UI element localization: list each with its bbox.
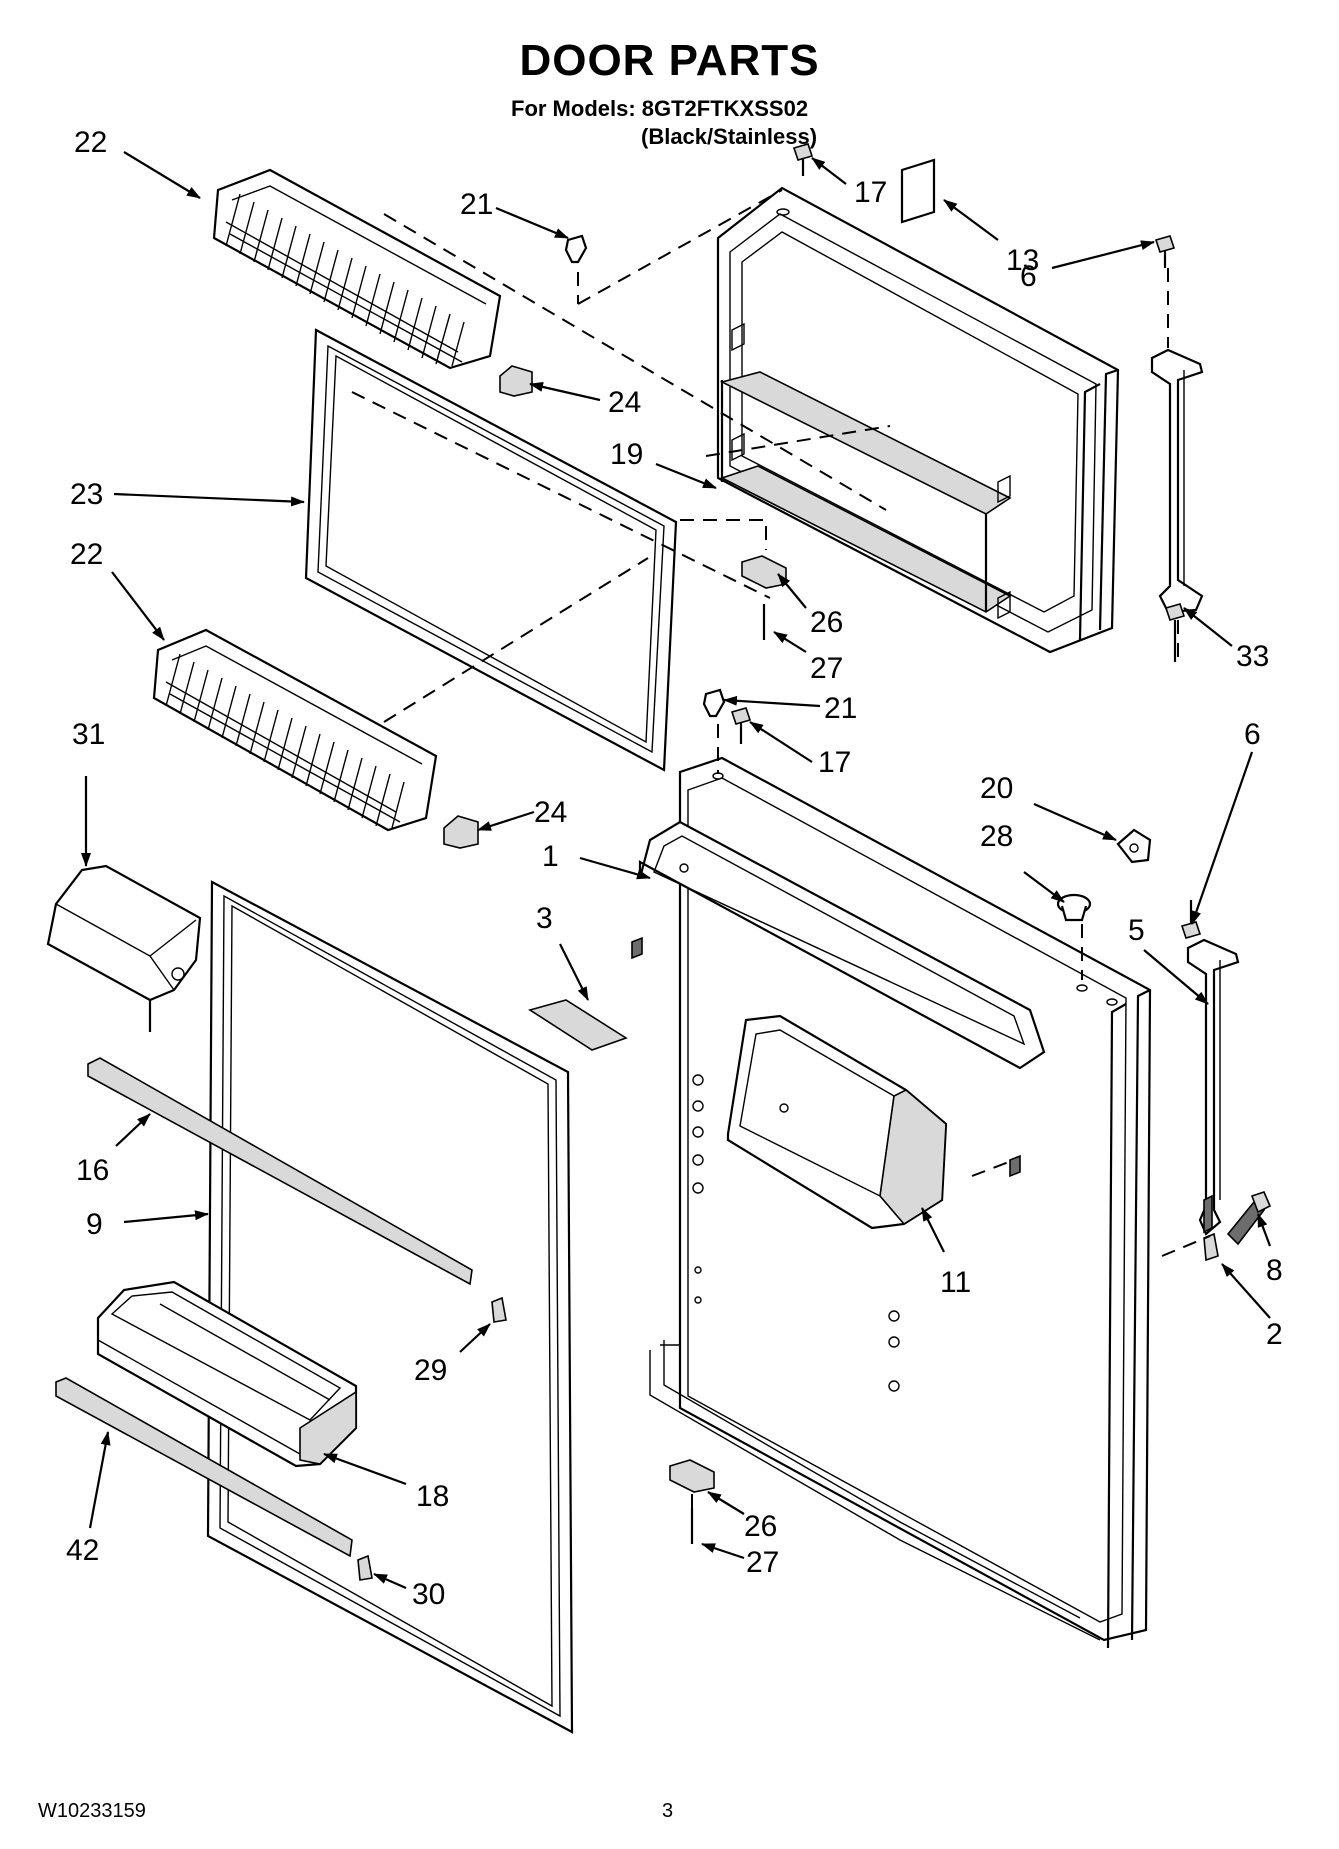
page-title: DOOR PARTS	[519, 36, 820, 85]
hinge-screw-lower-head	[1180, 921, 1202, 939]
callout-9: 9	[86, 1208, 103, 1241]
callout-5: 5	[1128, 914, 1145, 947]
bin-trim-bar	[55, 1377, 353, 1558]
callout-6: 6	[1244, 718, 1261, 751]
hinge-bushing	[1203, 1232, 1219, 1262]
shelf-trim-strip	[87, 1057, 473, 1286]
callout-8: 8	[1266, 1254, 1283, 1287]
end-cap-upper	[491, 1296, 507, 1323]
models-line: For Models: 8GT2FTKXSS02	[511, 96, 809, 121]
callout-27: 27	[746, 1546, 779, 1579]
callout-24: 24	[608, 386, 641, 419]
callout-6: 6	[1020, 260, 1037, 293]
hinge-screw-top	[1154, 235, 1176, 268]
callout-labels: 22 21 17 13 6 24 19 23 22 26 27 33 21 17…	[66, 126, 1283, 1611]
callout-21: 21	[824, 692, 857, 725]
callout-13: 13	[1006, 244, 1039, 277]
callout-20: 20	[980, 772, 1013, 805]
callout-2: 2	[1266, 1318, 1283, 1351]
callout-23: 23	[70, 478, 103, 511]
sensor-pad	[528, 999, 628, 1051]
assembly-lines	[351, 189, 1211, 1510]
callout-24: 24	[534, 796, 567, 829]
callout-17: 17	[818, 746, 851, 779]
fresh-food-gasket	[206, 880, 574, 1734]
door-bin	[96, 1280, 358, 1468]
upper-hinge	[1150, 348, 1204, 614]
callout-26: 26	[810, 606, 843, 639]
bin-clip-upper	[499, 365, 533, 397]
callout-33: 33	[1236, 640, 1269, 673]
stop-screw-lower	[669, 1459, 715, 1544]
lower-hinge	[1186, 938, 1240, 1236]
callout-22: 22	[74, 126, 107, 159]
stop-bracket-upper	[741, 555, 787, 589]
callout-18: 18	[416, 1480, 449, 1513]
freezer-wire-bin	[212, 168, 502, 370]
variant-line: (Black/Stainless)	[641, 124, 818, 149]
door-screw-upper	[792, 143, 814, 176]
callout-21: 21	[460, 188, 493, 221]
callout-1: 1	[542, 840, 559, 873]
stop-screw-upper	[741, 555, 787, 640]
callout-17: 17	[854, 176, 887, 209]
stop-bracket-lower	[669, 1459, 715, 1493]
freezer-door	[716, 186, 1120, 654]
callout-leaders	[81, 151, 1272, 1590]
freezer-gasket	[304, 328, 678, 772]
page-number: 3	[662, 1800, 674, 1822]
callout-31: 31	[72, 718, 105, 751]
callout-29: 29	[414, 1354, 447, 1387]
bin-clip-lower	[443, 815, 479, 849]
hinge-cap-plug	[1056, 893, 1092, 922]
plug-upper	[564, 234, 588, 264]
callout-3: 3	[536, 902, 553, 935]
dairy-door-cover	[46, 864, 202, 1032]
callout-42: 42	[66, 1534, 99, 1567]
callout-22: 22	[70, 538, 103, 571]
end-cap-lower	[357, 1554, 373, 1581]
dairy-compartment	[631, 820, 1046, 1178]
callout-27: 27	[810, 652, 843, 685]
rating-label	[900, 158, 936, 224]
callout-19: 19	[610, 438, 643, 471]
door-shelf-studs	[692, 1074, 900, 1392]
callout-28: 28	[980, 820, 1013, 853]
hinge-pin	[1226, 1191, 1272, 1246]
document-number: W10233159	[38, 1800, 146, 1822]
callout-11: 11	[940, 1266, 971, 1299]
callout-16: 16	[76, 1154, 109, 1187]
fresh-food-wire-bin	[152, 628, 438, 832]
wire-bin-rods	[225, 193, 465, 367]
callout-30: 30	[412, 1578, 445, 1611]
door-screw-lower	[730, 707, 752, 744]
utility-bin	[726, 1014, 948, 1230]
callout-26: 26	[744, 1510, 777, 1543]
plug-lower	[702, 688, 726, 718]
cam-washer	[1116, 828, 1152, 864]
hinge-screw-mid	[1164, 603, 1186, 662]
wire-bin-rods	[165, 653, 405, 829]
